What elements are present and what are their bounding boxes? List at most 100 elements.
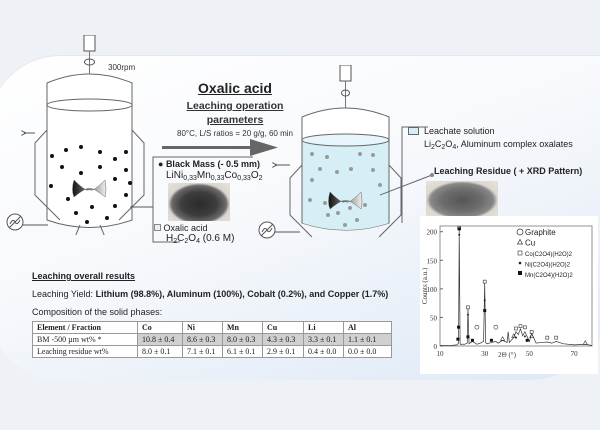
ni-oxalate-marker xyxy=(483,299,486,302)
black-mass-photo xyxy=(168,183,230,221)
co-oxalate-marker xyxy=(518,324,523,329)
table-cell: 8.0 ± 0.1 xyxy=(137,345,183,358)
x-axis-label: 2Θ (°) xyxy=(498,351,516,359)
legend-entry: Co(C2O4)(H2O)2 xyxy=(525,252,573,258)
acid-text: Oxalic acid xyxy=(163,223,208,233)
black-mass-text: Black Mass (- 0.5 mm) xyxy=(165,159,260,169)
y-tick-label: 0 xyxy=(434,343,438,351)
mn-oxalate-marker xyxy=(457,227,461,231)
process-title: Oxalic acid xyxy=(198,80,272,96)
mn-oxalate-marker xyxy=(470,338,474,342)
composition-table: Element / Fraction Co Ni Mn Cu Li Al BM … xyxy=(32,321,392,358)
mn-oxalate-marker xyxy=(489,338,493,342)
results-heading: Leaching overall results xyxy=(32,271,136,281)
table-cell: 4.3 ± 0.3 xyxy=(262,333,304,346)
inputs-bracket xyxy=(152,156,253,243)
graphite-marker xyxy=(493,324,499,330)
mn-oxalate-marker xyxy=(456,337,460,341)
table-cell: 1.1 ± 0.1 xyxy=(343,333,392,346)
ni-legend-icon xyxy=(518,261,522,265)
header-cell: Al xyxy=(343,321,392,334)
legend-entry: Ni(C2O4)(H2O)2 xyxy=(525,263,571,269)
yield-values: Lithium (98.8%), Aluminum (100%), Cobalt… xyxy=(95,289,389,299)
black-mass-label: ● Black Mass (- 0.5 mm) xyxy=(158,159,260,169)
leaching-yield: Leaching Yield: Lithium (98.8%), Aluminu… xyxy=(32,289,388,299)
ni-oxalate-marker xyxy=(523,335,526,338)
row-label: BM -500 µm wt% * xyxy=(32,333,138,346)
legend-entry: Mn(C2O4)(H2O)2 xyxy=(525,273,573,279)
leachate-swatch-icon xyxy=(408,127,419,135)
cu-marker xyxy=(582,340,588,345)
residue-photo xyxy=(426,181,498,216)
graphite-legend-icon xyxy=(516,228,524,236)
x-tick-label: 30 xyxy=(481,350,489,358)
y-tick-label: 200 xyxy=(427,229,438,237)
mn-legend-icon xyxy=(518,271,522,275)
row-label: Leaching residue wt% xyxy=(32,345,138,358)
mn-oxalate-marker xyxy=(525,338,529,342)
composition-label: Composition of the solid phases: xyxy=(32,307,163,317)
co-oxalate-marker xyxy=(523,325,527,330)
stirrer-speed: 300rpm xyxy=(108,63,136,72)
reactor-leaching xyxy=(258,65,434,239)
header-cell: Ni xyxy=(182,321,223,334)
table-row: Leaching residue wt% 8.0 ± 0.1 7.1 ± 0.1… xyxy=(32,345,392,358)
table-cell: 7.1 ± 0.1 xyxy=(182,345,223,358)
table-cell: 8.6 ± 0.3 xyxy=(182,333,223,346)
process-params: 80°C, L/S ratios = 20 g/g, 60 min xyxy=(177,129,293,138)
table-cell: 0.0 ± 0.0 xyxy=(343,345,392,358)
motor-icon xyxy=(339,65,352,82)
header-cell: Co xyxy=(137,321,183,334)
co-oxalate-marker xyxy=(529,330,534,334)
legend-entry: Graphite xyxy=(525,228,556,237)
mn-oxalate-marker xyxy=(457,325,461,329)
y-tick-label: 50 xyxy=(430,314,438,322)
co-oxalate-marker xyxy=(466,305,470,310)
cu-marker xyxy=(500,336,506,341)
header-cell: Cu xyxy=(262,321,304,334)
yield-prefix: Leaching Yield: xyxy=(32,289,94,299)
reactor-black-mass xyxy=(6,35,154,235)
table-cell: 6.1 ± 0.1 xyxy=(222,345,263,358)
leachate-desc: Li2C2O4, Aluminum complex oxalates xyxy=(424,139,573,151)
table-cell: 0.4 ± 0.0 xyxy=(303,345,344,358)
cu-marker xyxy=(529,333,535,338)
motor-icon xyxy=(83,35,96,52)
mn-oxalate-marker xyxy=(483,309,487,313)
header-cell: Li xyxy=(303,321,344,334)
cu-marker xyxy=(511,333,517,338)
process-arrow-icon xyxy=(162,139,278,156)
impeller-icon xyxy=(328,191,363,210)
table-row: BM -500 µm wt% * 10.8 ± 0.4 8.6 ± 0.3 8.… xyxy=(32,333,392,346)
ni-oxalate-marker xyxy=(466,313,469,316)
y-tick-label: 100 xyxy=(427,286,438,294)
x-tick-label: 10 xyxy=(437,350,445,358)
y-axis-label: Counts (a.u.) xyxy=(421,267,429,304)
residue-label: Leaching Residue ( + XRD Pattern) xyxy=(434,166,583,176)
table-header-row: Element / Fraction Co Ni Mn Cu Li Al xyxy=(32,321,392,334)
black-mass-formula: LiNi0,33Mn0,33Co0,33O2 xyxy=(166,170,263,182)
process-subtitle: Leaching operation parameters xyxy=(186,100,284,126)
table-cell: 3.3 ± 0.1 xyxy=(303,333,344,346)
co-oxalate-marker xyxy=(514,326,518,331)
ni-oxalate-marker xyxy=(458,233,461,236)
graphite-marker xyxy=(474,324,480,330)
outputs-bracket xyxy=(401,126,428,223)
co-oxalate-marker xyxy=(482,279,487,284)
x-tick-label: 50 xyxy=(526,350,534,358)
leachate-label: Leachate solution xyxy=(424,126,495,136)
legend-entry: Cu xyxy=(525,239,535,248)
oxalic-acid-formula: H2C2O4 (0.6 M) xyxy=(166,233,235,245)
table-cell: 2.9 ± 0.1 xyxy=(262,345,304,358)
plot-frame xyxy=(439,225,593,347)
co-oxalate-marker xyxy=(554,335,559,340)
impeller-icon xyxy=(72,179,107,198)
mn-oxalate-marker xyxy=(466,335,470,339)
y-tick-label: 150 xyxy=(427,257,438,265)
table-cell: 10.8 ± 0.4 xyxy=(137,333,183,346)
table-cell: 8.0 ± 0.3 xyxy=(222,333,263,346)
header-cell: Element / Fraction xyxy=(32,321,138,334)
oxalic-acid-label: Oxalic acid xyxy=(154,223,208,233)
